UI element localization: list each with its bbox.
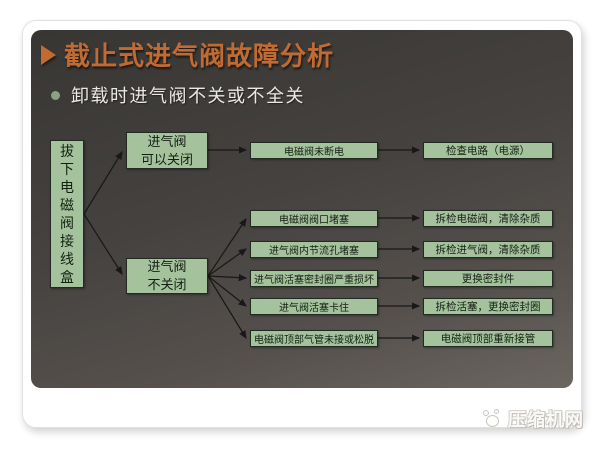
branch-can-close-box: 进气阀 可以关闭 xyxy=(126,132,208,169)
slide-subtitle: 卸载时进气阀不关或不全关 xyxy=(71,86,305,106)
root-box-label: 拔下电磁阀接线盒 xyxy=(60,143,74,285)
title-arrow-icon xyxy=(41,44,56,65)
cause-box: 进气阀内节流孔堵塞 xyxy=(250,241,378,258)
title-row: 截止式进气阀故障分析 xyxy=(41,36,334,73)
cause-box: 进气阀活塞密封圈严重损坏 xyxy=(250,270,378,287)
bullet-row: 卸载时进气阀不关或不全关 xyxy=(51,82,305,108)
slide-card: 截止式进气阀故障分析 卸载时进气阀不关或不全关 xyxy=(22,20,582,428)
cause-box: 电磁阀未断电 xyxy=(250,142,378,159)
branch-not-close-box: 进气阀 不关闭 xyxy=(126,258,208,294)
cause-box: 电磁阀顶部气管未接或松脱 xyxy=(250,330,378,347)
remedy-box: 拆检活塞，更换密封圈 xyxy=(423,298,553,315)
remedy-box: 拆检电磁阀，清除杂质 xyxy=(423,210,553,227)
cause-box: 电磁阀阀口堵塞 xyxy=(250,210,378,227)
cause-box: 进气阀活塞卡住 xyxy=(250,298,378,315)
remedy-box: 更换密封件 xyxy=(423,270,553,287)
root-box: 拔下电磁阀接线盒 xyxy=(50,140,84,288)
watermark-text: 压缩机网 xyxy=(508,410,584,430)
bullet-dot-icon xyxy=(51,90,60,100)
slide-title: 截止式进气阀故障分析 xyxy=(64,41,335,71)
watermark-logo-icon xyxy=(482,408,504,430)
remedy-box: 检查电路（电源） xyxy=(423,142,553,159)
watermark: 压缩机网 xyxy=(482,406,584,432)
slide-canvas: 截止式进气阀故障分析 卸载时进气阀不关或不全关 xyxy=(31,30,573,388)
remedy-box: 电磁阀顶部重新接管 xyxy=(423,330,553,347)
remedy-box: 拆检进气阀，清除杂质 xyxy=(423,241,553,258)
